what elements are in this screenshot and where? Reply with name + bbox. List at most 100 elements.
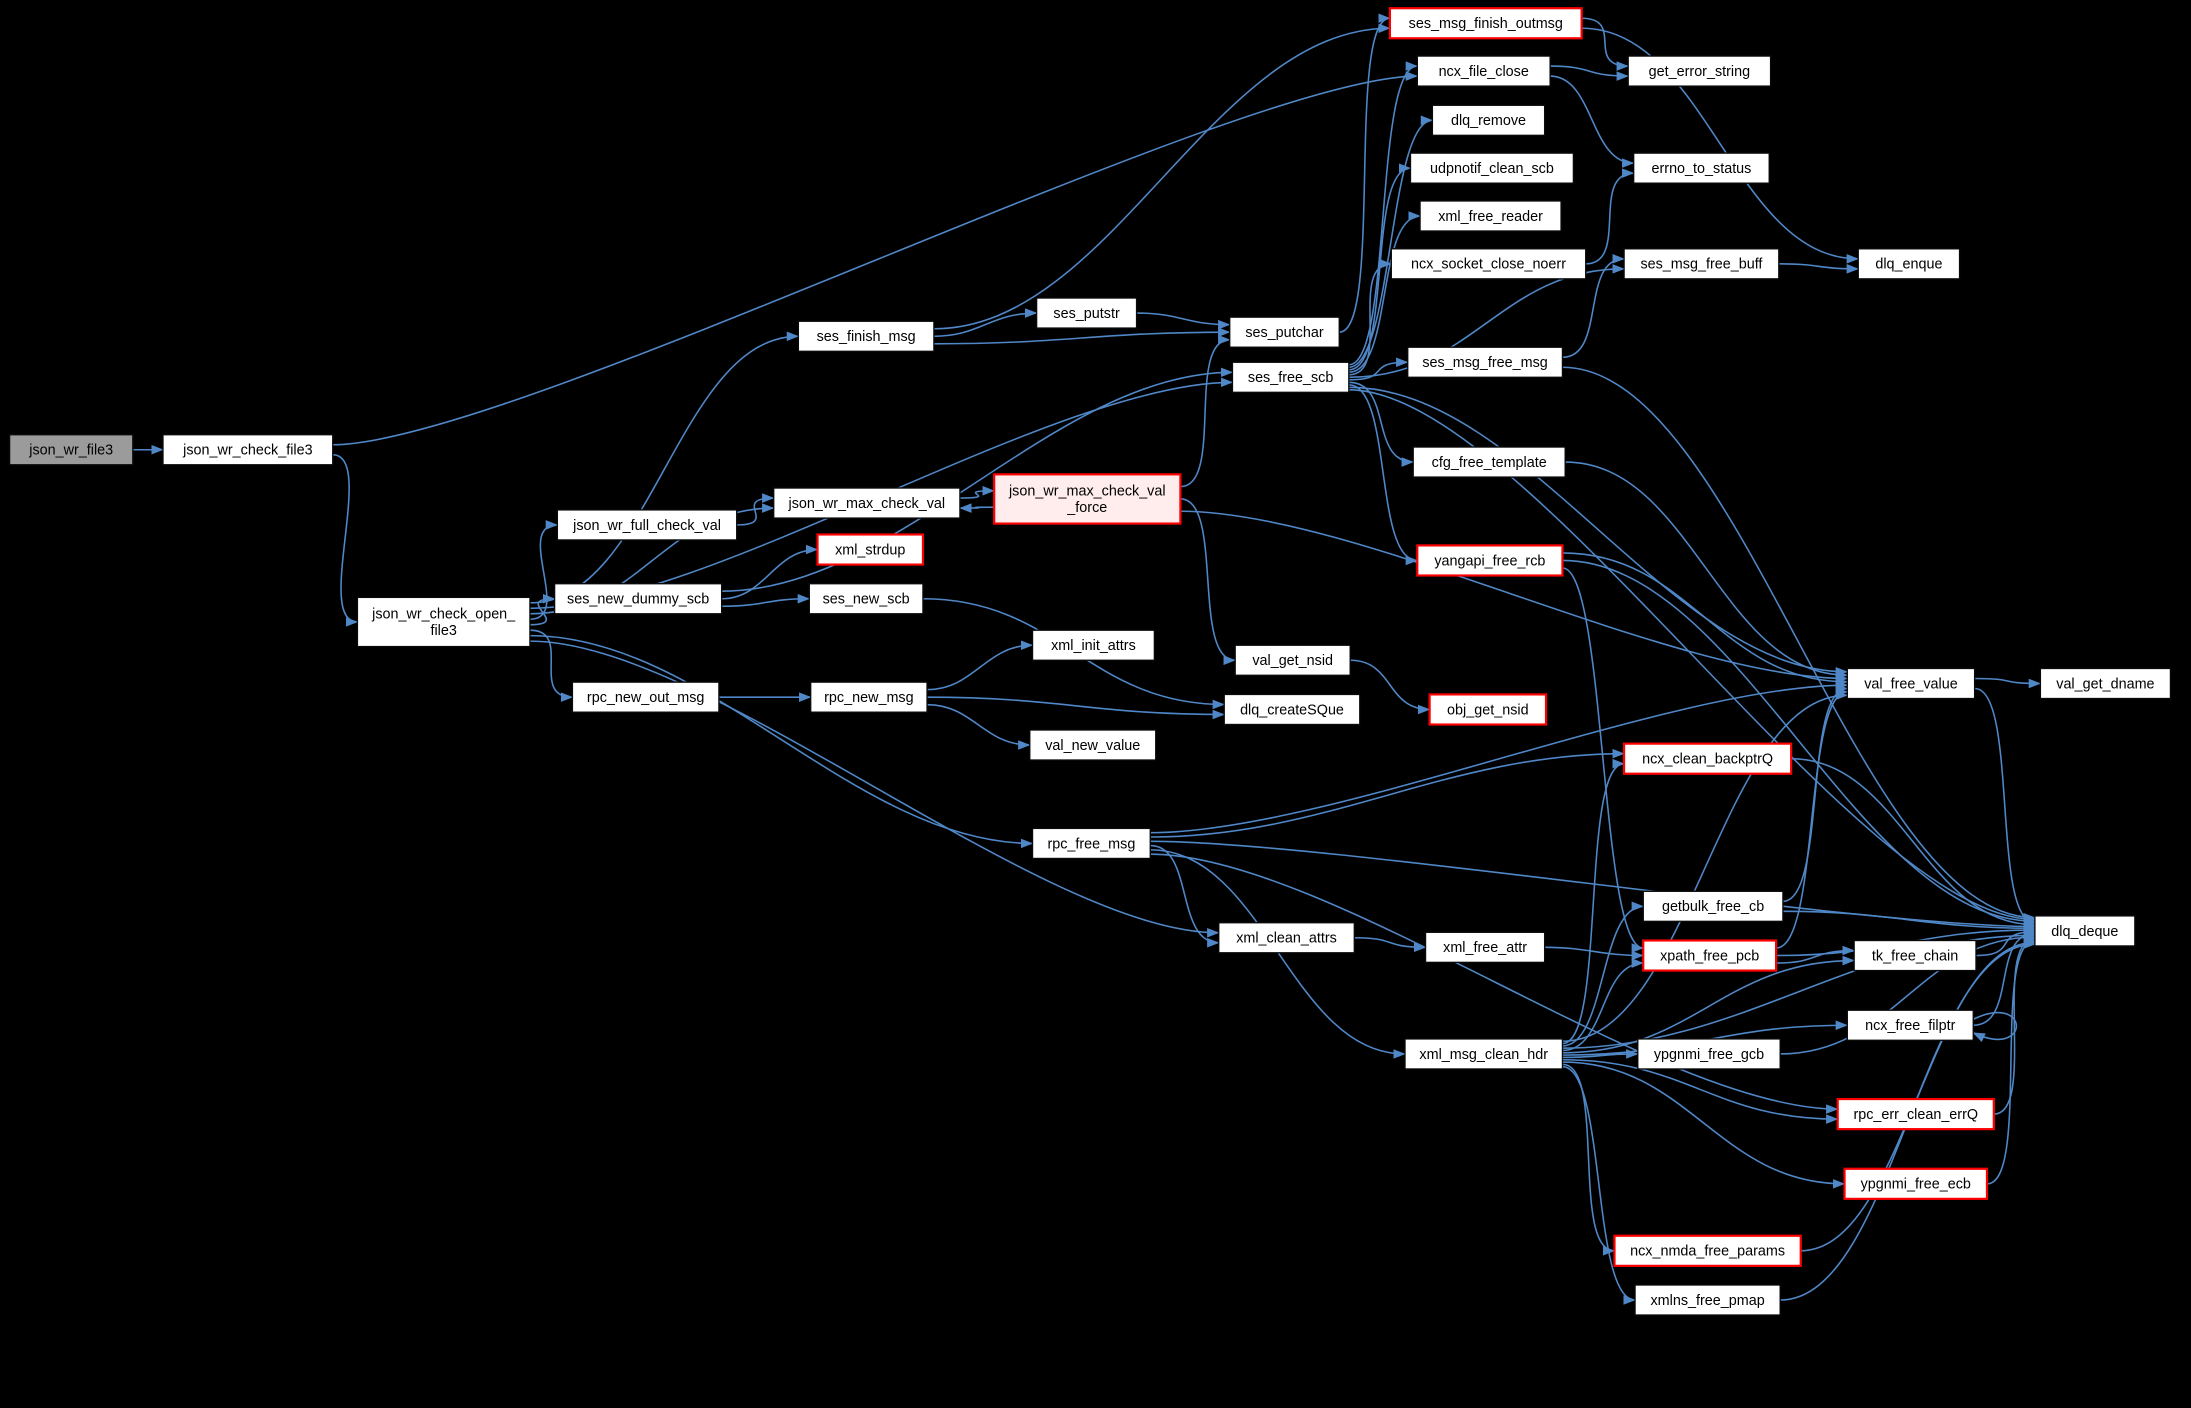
- node-getbulk_free_cb[interactable]: getbulk_free_cb: [1642, 890, 1784, 923]
- node-ses_msg_free_buff[interactable]: ses_msg_free_buff: [1623, 248, 1780, 280]
- node-box-ses_free_scb[interactable]: [1231, 361, 1350, 394]
- node-box-val_new_value[interactable]: [1029, 729, 1157, 761]
- node-ncx_nmda_free_params[interactable]: ncx_nmda_free_params: [1613, 1234, 1802, 1267]
- node-box-ses_putchar[interactable]: [1229, 316, 1340, 348]
- node-box-json_wr_check_open_file3[interactable]: [356, 596, 531, 648]
- node-json_wr_max_check_val[interactable]: json_wr_max_check_val: [773, 487, 961, 519]
- node-ypgnmi_free_ecb[interactable]: ypgnmi_free_ecb: [1843, 1167, 1989, 1200]
- node-udpnotif_clean_scb[interactable]: udpnotif_clean_scb: [1409, 152, 1575, 184]
- node-box-ncx_file_close[interactable]: [1416, 55, 1551, 87]
- node-box-ses_msg_free_msg[interactable]: [1407, 346, 1564, 378]
- node-ses_msg_finish_outmsg[interactable]: ses_msg_finish_outmsg: [1388, 7, 1583, 40]
- node-json_wr_file3[interactable]: json_wr_file3: [8, 434, 134, 466]
- node-tk_free_chain[interactable]: tk_free_chain: [1853, 939, 1977, 972]
- node-box-xml_strdup[interactable]: [816, 533, 925, 566]
- node-ses_putstr[interactable]: ses_putstr: [1035, 297, 1138, 329]
- node-ses_free_scb[interactable]: ses_free_scb: [1231, 361, 1350, 394]
- node-box-xml_msg_clean_hdr[interactable]: [1404, 1038, 1564, 1070]
- node-yangapi_free_rcb[interactable]: yangapi_free_rcb: [1416, 544, 1564, 577]
- node-box-json_wr_max_check_val[interactable]: [773, 487, 961, 519]
- node-box-ncx_nmda_free_params[interactable]: [1613, 1234, 1802, 1267]
- node-box-get_error_string[interactable]: [1627, 55, 1772, 87]
- node-box-tk_free_chain[interactable]: [1853, 939, 1977, 972]
- node-box-xml_clean_attrs[interactable]: [1218, 922, 1355, 954]
- node-box-ypgnmi_free_gcb[interactable]: [1637, 1038, 1781, 1070]
- node-box-json_wr_file3[interactable]: [8, 434, 134, 466]
- node-ncx_clean_backptrQ[interactable]: ncx_clean_backptrQ: [1622, 742, 1793, 775]
- node-val_new_value[interactable]: val_new_value: [1029, 729, 1157, 761]
- node-errno_to_status[interactable]: errno_to_status: [1632, 152, 1770, 184]
- node-box-ncx_socket_close_noerr[interactable]: [1390, 248, 1587, 280]
- node-json_wr_full_check_val[interactable]: json_wr_full_check_val: [556, 509, 738, 541]
- node-rpc_free_msg[interactable]: rpc_free_msg: [1031, 827, 1151, 860]
- node-ses_msg_free_msg[interactable]: ses_msg_free_msg: [1407, 346, 1564, 378]
- node-box-ncx_free_filptr[interactable]: [1846, 1009, 1974, 1041]
- node-box-rpc_new_msg[interactable]: [809, 681, 928, 713]
- node-box-dlq_deque[interactable]: [2034, 915, 2136, 947]
- node-json_wr_check_open_file3[interactable]: json_wr_check_open_file3: [356, 596, 531, 648]
- node-box-ses_new_scb[interactable]: [808, 583, 924, 615]
- node-ncx_socket_close_noerr[interactable]: ncx_socket_close_noerr: [1390, 248, 1587, 280]
- node-val_free_value[interactable]: val_free_value: [1846, 667, 1976, 700]
- node-dlq_remove[interactable]: dlq_remove: [1431, 104, 1546, 137]
- node-box-cfg_free_template[interactable]: [1412, 446, 1566, 478]
- node-xml_clean_attrs[interactable]: xml_clean_attrs: [1218, 922, 1355, 954]
- node-json_wr_max_check_val_force[interactable]: json_wr_max_check_val_force: [993, 473, 1182, 525]
- node-xml_free_attr[interactable]: xml_free_attr: [1424, 931, 1546, 964]
- node-box-xml_free_attr[interactable]: [1424, 931, 1546, 964]
- node-box-ses_msg_free_buff[interactable]: [1623, 248, 1780, 280]
- node-box-obj_get_nsid[interactable]: [1428, 693, 1548, 726]
- node-ses_new_dummy_scb[interactable]: ses_new_dummy_scb: [553, 583, 723, 615]
- node-box-ses_finish_msg[interactable]: [797, 320, 935, 352]
- node-rpc_new_msg[interactable]: rpc_new_msg: [809, 681, 928, 713]
- node-ncx_file_close[interactable]: ncx_file_close: [1416, 55, 1551, 87]
- node-box-errno_to_status[interactable]: [1632, 152, 1770, 184]
- node-box-ncx_clean_backptrQ[interactable]: [1622, 742, 1793, 775]
- node-box-rpc_err_clean_errQ[interactable]: [1836, 1097, 1995, 1131]
- node-box-val_free_value[interactable]: [1846, 667, 1976, 700]
- node-box-rpc_new_out_msg[interactable]: [571, 681, 720, 713]
- node-dlq_deque[interactable]: dlq_deque: [2034, 915, 2136, 947]
- node-rpc_err_clean_errQ[interactable]: rpc_err_clean_errQ: [1836, 1097, 1995, 1131]
- node-ypgnmi_free_gcb[interactable]: ypgnmi_free_gcb: [1637, 1038, 1781, 1070]
- node-box-ses_putstr[interactable]: [1035, 297, 1138, 329]
- node-box-ypgnmi_free_ecb[interactable]: [1843, 1167, 1989, 1200]
- node-ses_finish_msg[interactable]: ses_finish_msg: [797, 320, 935, 352]
- node-box-json_wr_max_check_val_force[interactable]: [993, 473, 1182, 525]
- node-box-xmlns_free_pmap[interactable]: [1634, 1284, 1781, 1316]
- node-xml_free_reader[interactable]: xml_free_reader: [1419, 200, 1562, 232]
- node-rpc_new_out_msg[interactable]: rpc_new_out_msg: [571, 681, 720, 713]
- node-box-xpath_free_pcb[interactable]: [1642, 939, 1778, 972]
- node-json_wr_check_file3[interactable]: json_wr_check_file3: [162, 434, 334, 466]
- node-box-dlq_remove[interactable]: [1431, 104, 1546, 137]
- node-val_get_dname[interactable]: val_get_dname: [2039, 667, 2172, 700]
- node-box-ses_msg_finish_outmsg[interactable]: [1388, 7, 1583, 40]
- node-box-yangapi_free_rcb[interactable]: [1416, 544, 1564, 577]
- node-xml_init_attrs[interactable]: xml_init_attrs: [1031, 629, 1156, 661]
- node-xpath_free_pcb[interactable]: xpath_free_pcb: [1642, 939, 1778, 972]
- node-box-val_get_nsid[interactable]: [1234, 644, 1351, 676]
- node-box-getbulk_free_cb[interactable]: [1642, 890, 1784, 923]
- node-val_get_nsid[interactable]: val_get_nsid: [1234, 644, 1351, 676]
- node-box-json_wr_check_file3[interactable]: [162, 434, 334, 466]
- node-obj_get_nsid[interactable]: obj_get_nsid: [1428, 693, 1548, 726]
- node-get_error_string[interactable]: get_error_string: [1627, 55, 1772, 87]
- node-box-ses_new_dummy_scb[interactable]: [553, 583, 723, 615]
- node-box-xml_free_reader[interactable]: [1419, 200, 1562, 232]
- node-ses_putchar[interactable]: ses_putchar: [1229, 316, 1340, 348]
- node-ses_new_scb[interactable]: ses_new_scb: [808, 583, 924, 615]
- node-cfg_free_template[interactable]: cfg_free_template: [1412, 446, 1566, 478]
- node-box-dlq_createSQue[interactable]: [1223, 693, 1361, 726]
- node-box-udpnotif_clean_scb[interactable]: [1409, 152, 1575, 184]
- node-box-xml_init_attrs[interactable]: [1031, 629, 1156, 661]
- node-xmlns_free_pmap[interactable]: xmlns_free_pmap: [1634, 1284, 1781, 1316]
- node-box-rpc_free_msg[interactable]: [1031, 827, 1151, 860]
- node-box-val_get_dname[interactable]: [2039, 667, 2172, 700]
- node-dlq_enque[interactable]: dlq_enque: [1857, 248, 1961, 280]
- node-xml_msg_clean_hdr[interactable]: xml_msg_clean_hdr: [1404, 1038, 1564, 1070]
- node-ncx_free_filptr[interactable]: ncx_free_filptr: [1846, 1009, 1974, 1041]
- node-box-dlq_enque[interactable]: [1857, 248, 1961, 280]
- node-box-json_wr_full_check_val[interactable]: [556, 509, 738, 541]
- node-dlq_createSQue[interactable]: dlq_createSQue: [1223, 693, 1361, 726]
- node-xml_strdup[interactable]: xml_strdup: [816, 533, 925, 566]
